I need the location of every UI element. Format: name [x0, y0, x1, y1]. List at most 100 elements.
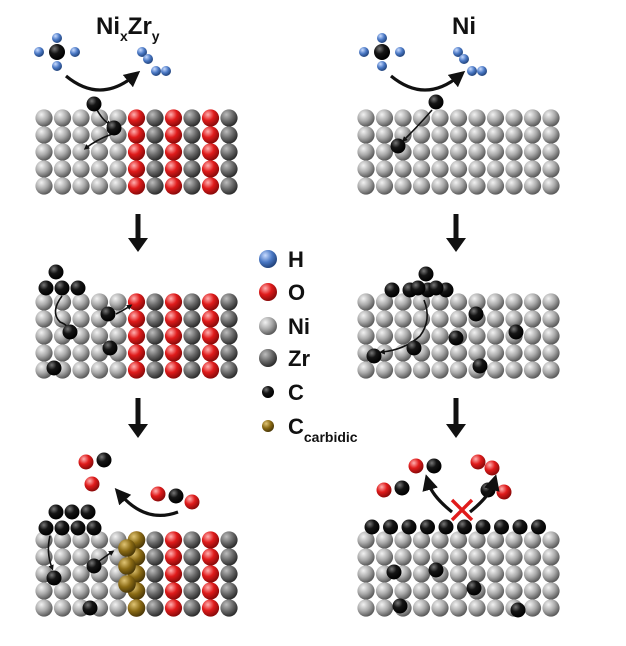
- hydrogen-atom: [395, 47, 405, 57]
- slab-atom-ni: [505, 548, 523, 566]
- slab-atom-zr: [183, 582, 201, 600]
- slab-atom-zr: [146, 109, 164, 127]
- slab-atom-ni: [394, 582, 412, 600]
- slab-atom-ni: [486, 327, 505, 345]
- slab-atom-ni: [431, 531, 449, 549]
- carbon-atom: [49, 44, 65, 60]
- slab-atom-zr: [220, 344, 238, 362]
- slab-atom-zr: [183, 531, 201, 549]
- carbon-atom: [386, 564, 402, 580]
- slab-atom-ni: [468, 599, 486, 617]
- slab-atom-ni: [486, 565, 505, 583]
- hydrogen-atom: [459, 54, 469, 64]
- legend-item-ni: Ni: [259, 314, 310, 339]
- slab-atom-zr: [146, 177, 164, 195]
- slab-atom-ni: [72, 310, 90, 328]
- slab-atom-ni: [542, 293, 560, 311]
- slab-atom-ni: [449, 361, 468, 379]
- diffusion-path: [115, 304, 133, 315]
- slab-atom-zr: [183, 160, 201, 178]
- slab-atom-ni: [35, 109, 53, 127]
- carbon-atom: [364, 519, 380, 535]
- slab-atom-ni: [72, 582, 90, 600]
- slab-atom-o: [201, 327, 220, 345]
- slab-atom-ni: [90, 361, 109, 379]
- carbon-atom: [86, 96, 102, 112]
- slab-atom-ni: [394, 531, 412, 549]
- title-ni: Ni: [452, 13, 476, 40]
- slab-atom-ni: [412, 327, 431, 345]
- slab-atom-zr: [183, 126, 201, 144]
- slab-atom-ni: [72, 531, 90, 549]
- carbon-atom: [390, 138, 406, 154]
- slab-atom-ni: [542, 531, 560, 549]
- process-step-arrow: [128, 398, 148, 438]
- carbon-atom: [426, 458, 442, 474]
- slab-atom-ni: [523, 143, 542, 161]
- slab-atom-ni: [505, 143, 523, 161]
- slab-atom-ni: [505, 565, 523, 583]
- slab-atom-zr: [183, 327, 201, 345]
- slab-atom-ni: [394, 109, 412, 127]
- slab-atom-o: [164, 565, 183, 583]
- oxide-molecule: [408, 458, 442, 474]
- slab-atom-ni: [53, 310, 72, 328]
- carbon-atom: [448, 330, 464, 346]
- carbon-atom: [392, 598, 408, 614]
- slab-atom-ni: [35, 293, 53, 311]
- slab-atom-o: [127, 310, 146, 328]
- dehydrogenation-arrow: [64, 70, 141, 92]
- slab-atom-ni: [505, 344, 523, 362]
- slab-atom-ni: [523, 160, 542, 178]
- carbon-atom: [512, 519, 528, 535]
- slab-atom-ni: [375, 548, 394, 566]
- slab-atom-ni: [542, 361, 560, 379]
- slab-atom-o: [127, 143, 146, 161]
- slab-atom-ni: [431, 126, 449, 144]
- slab-atom-ni: [468, 126, 486, 144]
- slab-atom-ni: [35, 126, 53, 144]
- oxide-molecule: [376, 480, 410, 498]
- slab-atom-zr: [146, 310, 164, 328]
- slab-atom-ni: [542, 143, 560, 161]
- slab-atom-ni: [375, 582, 394, 600]
- slab-atom-ni: [357, 531, 375, 549]
- legend-label: O: [288, 280, 305, 305]
- oxidation-arrow: [114, 487, 179, 517]
- carbon-atom: [48, 264, 64, 280]
- slab-atom-zr: [146, 599, 164, 617]
- slab-atom-zr: [183, 293, 201, 311]
- slab-atom-ni: [72, 143, 90, 161]
- slab-atom-ni: [109, 599, 127, 617]
- slab-atom-ni: [72, 565, 90, 583]
- hydrogen-products: [453, 47, 487, 76]
- slab-atom-ni: [486, 160, 505, 178]
- ni-legend-swatch: [259, 317, 277, 335]
- slab-atom-ni: [431, 548, 449, 566]
- slab-atom-ni: [72, 361, 90, 379]
- slab-atom-o: [201, 548, 220, 566]
- slab-atom-o: [164, 109, 183, 127]
- slab-atom-o: [201, 293, 220, 311]
- slab-atom-ni: [90, 160, 109, 178]
- slab-atom-o: [127, 177, 146, 195]
- legend-item-zr: Zr: [259, 346, 310, 371]
- slab-atom-ni: [375, 126, 394, 144]
- slab-atom-ni: [431, 582, 449, 600]
- slab-atom-ni: [431, 143, 449, 161]
- slab-atom-ni: [505, 361, 523, 379]
- hydrogen-atom: [377, 61, 387, 71]
- slab-atom-ni: [486, 293, 505, 311]
- diffusion-path: [47, 535, 54, 571]
- slab-atom-o: [127, 361, 146, 379]
- ccarb-legend-swatch: [262, 420, 274, 432]
- slab-atom-ni: [542, 177, 560, 195]
- carbon-atom: [102, 340, 118, 356]
- process-step-arrow: [446, 398, 466, 438]
- slab-atom-o: [164, 126, 183, 144]
- slab-atom-ni: [486, 344, 505, 362]
- slab-atom-o: [164, 143, 183, 161]
- slab-atom-ni: [53, 160, 72, 178]
- slab-atom-ni: [357, 177, 375, 195]
- slab-atom-zr: [183, 143, 201, 161]
